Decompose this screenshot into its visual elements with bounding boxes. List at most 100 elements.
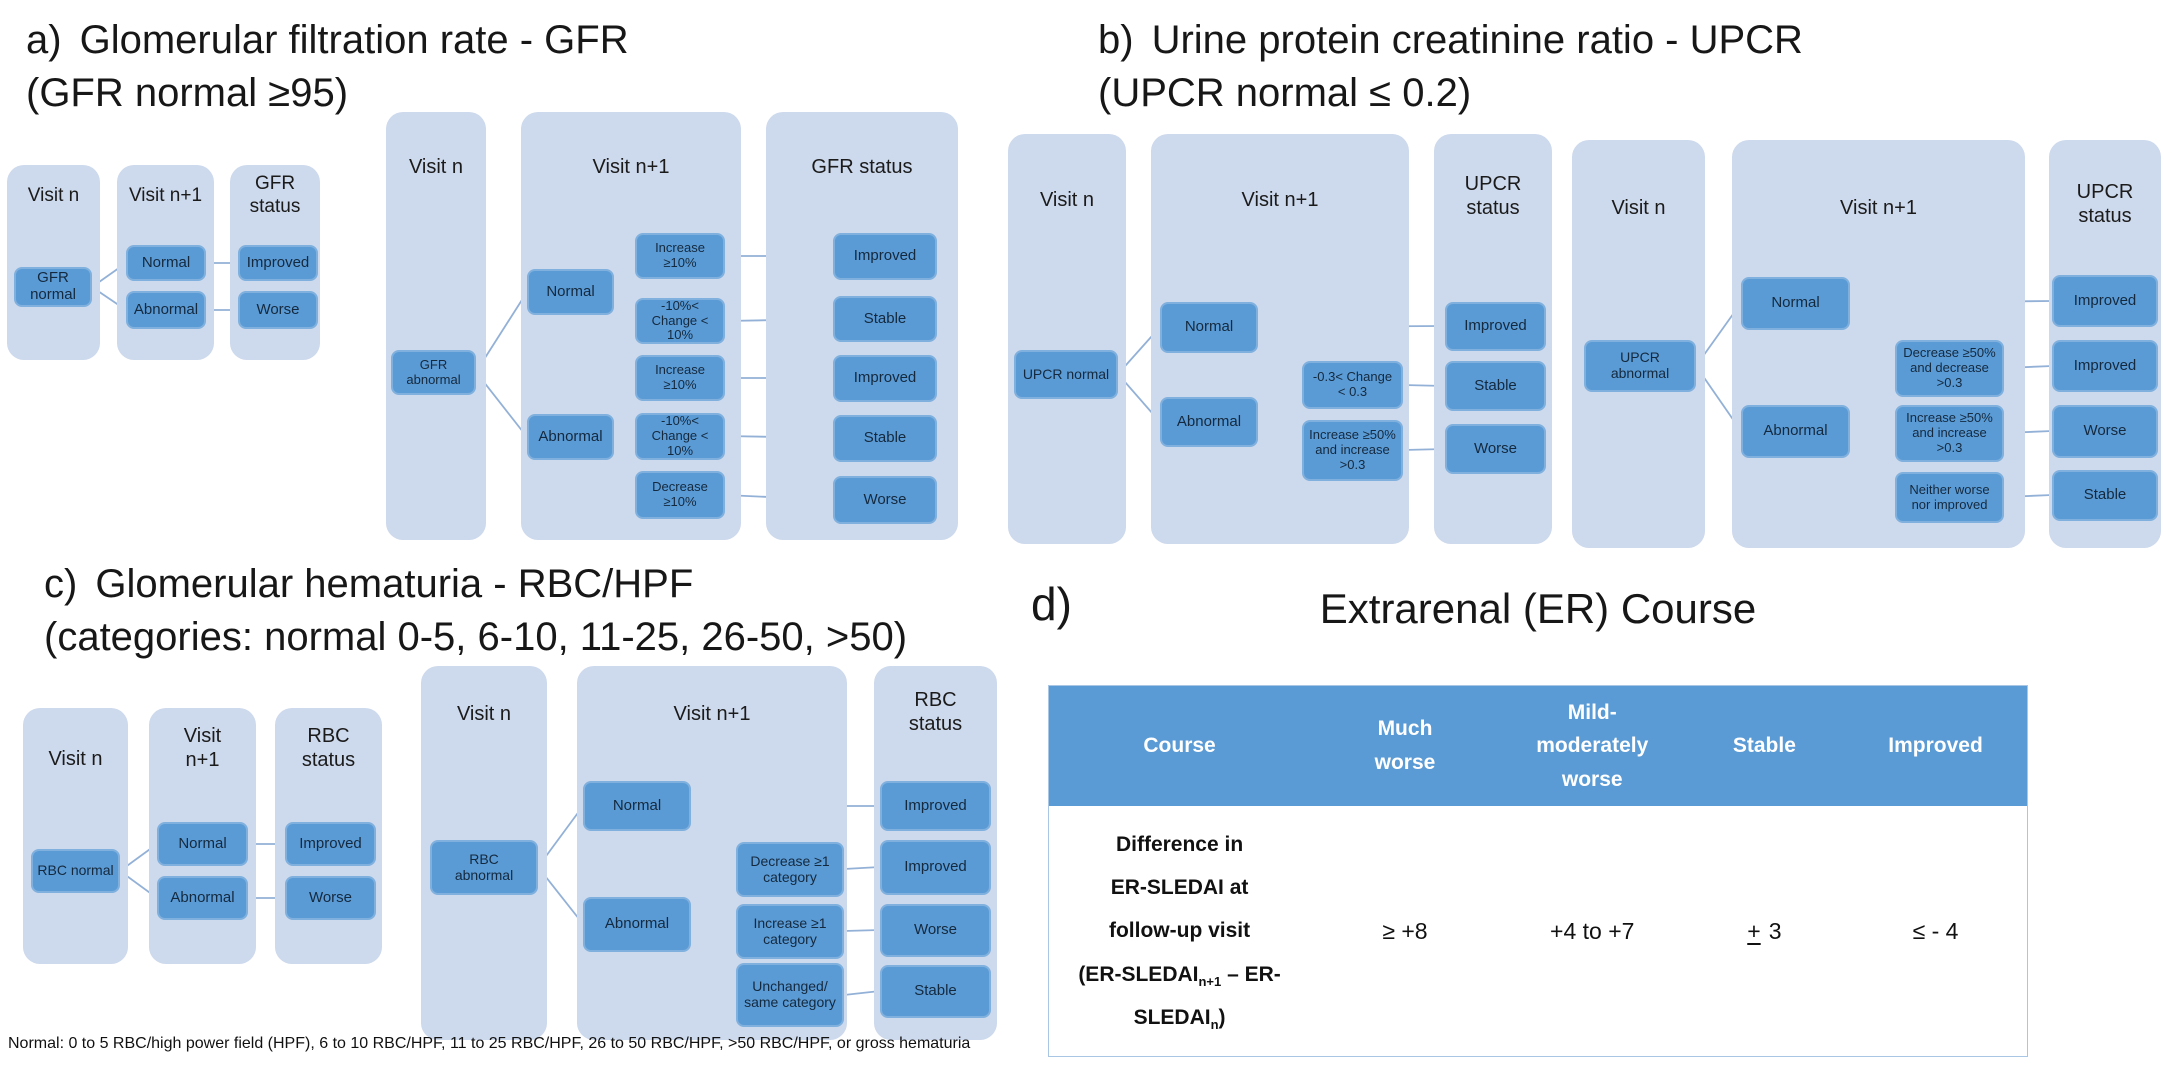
panel-c-marker: c): [44, 562, 78, 606]
b2-status-improved-1: Improved: [2052, 275, 2158, 327]
b2-status-improved-2: Improved: [2052, 340, 2158, 392]
a-small-node-normal: Normal: [126, 245, 206, 281]
b1-node-abnormal: Abnormal: [1160, 397, 1258, 447]
b2-node-neither: Neither worse nor improved: [1895, 472, 2004, 523]
a-small-visit-n-column: [7, 165, 100, 360]
a-large-col1-header: Visit n: [408, 156, 464, 178]
node-gfr-normal: GFR normal: [14, 267, 92, 307]
b1-node-change03: -0.3< Change < 0.3: [1302, 361, 1403, 409]
er-header-course: Course: [1143, 734, 1216, 758]
panel-a-subtitle: (GFR normal ≥95): [26, 70, 349, 115]
er-header-improved: Improved: [1888, 734, 1983, 758]
c-large-col1-header: Visit n: [456, 703, 512, 725]
a-small-col1-header: Visit n: [27, 185, 80, 206]
node-gfr-abnormal: GFR abnormal: [391, 350, 476, 395]
c-large-node-normal: Normal: [583, 781, 691, 831]
a-large-status-stable-2: Stable: [833, 415, 937, 462]
a-large-node-abnormal: Abnormal: [527, 414, 614, 460]
c-small-visit-n-column: [23, 708, 128, 964]
c-large-status-improved-2: Improved: [880, 840, 991, 895]
b2-col1-header: Visit n: [1611, 197, 1666, 219]
a-large-status-worse: Worse: [833, 476, 937, 524]
c-small-status-worse: Worse: [285, 876, 376, 920]
er-table-body-row: Difference in ER-SLEDAI at follow-up vis…: [1049, 806, 2027, 1056]
panel-d-marker: d): [1031, 578, 1072, 630]
panel-c-title-text: Glomerular hematuria - RBC/HPF: [95, 562, 694, 606]
b2-node-increase50: Increase ≥50% and increase >0.3: [1895, 405, 2004, 462]
a-large-node-decrease10: Decrease ≥10%: [635, 471, 725, 519]
panel-b-marker: b): [1098, 18, 1134, 62]
c-large-status-stable: Stable: [880, 965, 991, 1018]
c-small-node-normal: Normal: [157, 822, 248, 866]
c-large-col2-header: Visit n+1: [673, 703, 751, 725]
panel-d-title: Extrarenal (ER) Course: [1319, 585, 1757, 632]
b1-status-stable: Stable: [1445, 361, 1546, 411]
c-large-node-unchanged: Unchanged/ same category: [736, 963, 844, 1027]
b2-status-worse: Worse: [2052, 405, 2158, 458]
er-header-mild-moderately-worse: Mild-moderately worse: [1536, 700, 1649, 791]
panel-a-title: a) Glomerular filtration rate - GFR (GFR …: [26, 14, 629, 120]
b1-status-improved: Improved: [1445, 302, 1546, 351]
er-row-label: Difference in ER-SLEDAI at follow-up vis…: [1078, 833, 1281, 1032]
c-large-node-increase1: Increase ≥1 category: [736, 904, 844, 959]
b2-node-normal: Normal: [1741, 277, 1850, 330]
a-large-node-increase10-2: Increase ≥10%: [635, 355, 725, 401]
a-large-status-improved-2: Improved: [833, 355, 937, 402]
c-large-status-worse: Worse: [880, 904, 991, 957]
b1-col1-header: Visit n: [1039, 189, 1095, 211]
b2-node-abnormal: Abnormal: [1741, 405, 1850, 458]
a-large-status-stable-1: Stable: [833, 296, 937, 342]
a-large-node-normal: Normal: [527, 269, 614, 315]
a-large-visit-n-column: [386, 112, 486, 540]
node-rbc-abnormal: RBC abnormal: [430, 840, 538, 895]
b1-col3-header: UPCR status: [1464, 173, 1522, 220]
b1-status-worse: Worse: [1445, 424, 1546, 474]
c-large-col3-header: RBC status: [908, 689, 963, 736]
panel-c-title: c) Glomerular hematuria - RBC/HPF (catego…: [44, 558, 907, 664]
b2-col3-header: UPCR status: [2076, 181, 2134, 228]
er-mild-moderately-worse-value: +4 to +7: [1550, 917, 1635, 944]
er-stable-value: +3: [1747, 917, 1782, 944]
c-small-col3-header: RBC status: [301, 725, 356, 772]
panel-a-marker: a): [26, 18, 62, 62]
er-much-worse-value: ≥ +8: [1382, 917, 1428, 944]
a-small-node-worse: Worse: [238, 291, 318, 329]
b2-status-stable: Stable: [2052, 470, 2158, 521]
er-table-header-row: Course Much worse Mild-moderately worse …: [1049, 686, 2027, 806]
a-small-col3-header: GFR status: [249, 173, 301, 218]
a-large-node-change10-2: -10%< Change < 10%: [635, 413, 725, 460]
panel-a-title-text: Glomerular filtration rate - GFR: [79, 18, 629, 62]
c-large-status-improved-1: Improved: [880, 781, 991, 831]
a-small-node-abnormal: Abnormal: [126, 291, 206, 329]
b1-visit-n-column: [1008, 134, 1126, 544]
a-large-col3-header: GFR status: [811, 156, 913, 178]
panel-b-subtitle: (UPCR normal ≤ 0.2): [1098, 70, 1472, 115]
b1-node-normal: Normal: [1160, 302, 1258, 353]
er-improved-value: ≤ - 4: [1912, 917, 1959, 944]
panel-b-title: b)Urine protein creatinine ratio - UPCR …: [1098, 14, 1803, 120]
b2-col2-header: Visit n+1: [1840, 197, 1917, 219]
c-small-col2-header: Visit n+1: [183, 725, 222, 772]
panel-b-title-text: Urine protein creatinine ratio - UPCR: [1151, 18, 1803, 62]
c-small-node-abnormal: Abnormal: [157, 876, 248, 920]
a-small-col2-header: Visit n+1: [128, 185, 203, 206]
c-small-status-improved: Improved: [285, 822, 376, 866]
b2-node-decrease50: Decrease ≥50% and decrease >0.3: [1895, 340, 2004, 397]
er-course-table: Course Much worse Mild-moderately worse …: [1048, 685, 2028, 1057]
rbc-footnote: Normal: 0 to 5 RBC/high power field (HPF…: [8, 1035, 971, 1052]
a-large-node-change10-1: -10%< Change < 10%: [635, 298, 725, 344]
c-small-col1-header: Visit n: [48, 748, 103, 770]
node-rbc-normal: RBC normal: [31, 849, 120, 893]
panel-c-subtitle: (categories: normal 0-5, 6-10, 11-25, 26…: [44, 614, 908, 659]
b1-node-increase50: Increase ≥50% and increase >0.3: [1302, 420, 1403, 481]
er-header-much-worse: Much worse: [1374, 717, 1436, 774]
c-large-node-decrease1: Decrease ≥1 category: [736, 842, 844, 897]
er-header-stable: Stable: [1732, 734, 1796, 758]
a-large-node-increase10-1: Increase ≥10%: [635, 233, 725, 279]
a-large-status-improved-1: Improved: [833, 233, 937, 280]
a-large-col2-header: Visit n+1: [592, 156, 670, 178]
b1-col2-header: Visit n+1: [1241, 189, 1319, 211]
a-small-node-improved: Improved: [238, 245, 318, 281]
c-large-node-abnormal: Abnormal: [583, 897, 691, 952]
